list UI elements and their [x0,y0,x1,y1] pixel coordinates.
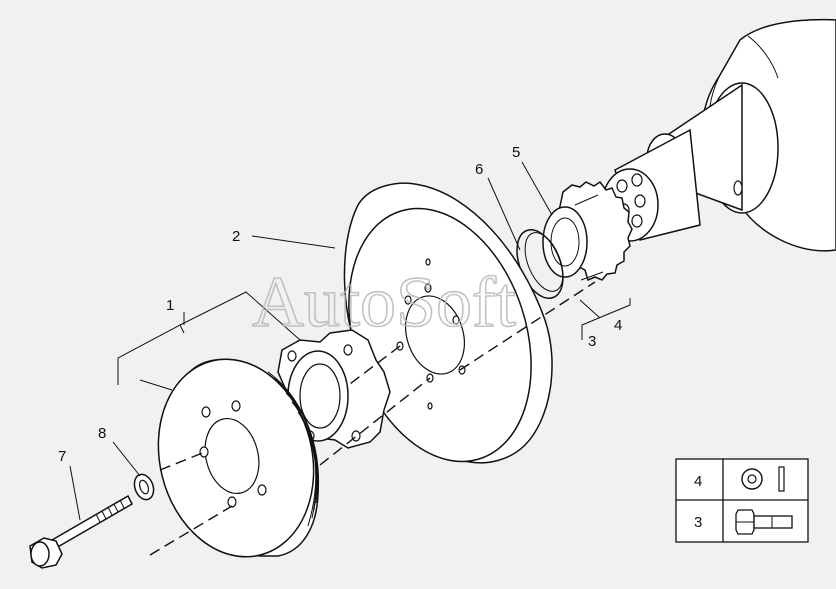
pulley-grooves [267,371,320,527]
legend-number-bolt: 3 [694,514,702,531]
crankshaft-bolt-holes [616,173,646,228]
damper-disc-bolt-holes [396,258,466,410]
timing-gear [542,180,633,282]
callout-5: 5 [512,144,520,161]
pulley-bolt-holes [199,400,267,508]
callout-3: 3 [588,333,596,350]
vibration-damper-disc [343,182,553,464]
callout-numbers: 1 2 3 4 5 6 7 8 [58,144,622,465]
bolt-icon [735,509,793,535]
legend-number-washer: 4 [694,473,702,490]
pulley-hub [277,329,391,449]
crankshaft-pulley [157,358,320,558]
washer [133,473,155,501]
callout-8: 8 [98,425,106,442]
washer-icon [741,466,785,492]
watermark: AutoSoft [252,262,516,342]
callout-2: 2 [232,228,240,245]
pulley-bolt [29,494,133,569]
leader-lines [69,161,631,521]
assembly-axis-lines [149,281,596,556]
fastener-legend: 4 3 [675,458,809,543]
callout-7: 7 [58,448,66,465]
callout-4: 4 [614,317,622,334]
callout-6: 6 [475,161,483,178]
crankshaft [601,18,836,252]
callout-1: 1 [166,297,174,314]
